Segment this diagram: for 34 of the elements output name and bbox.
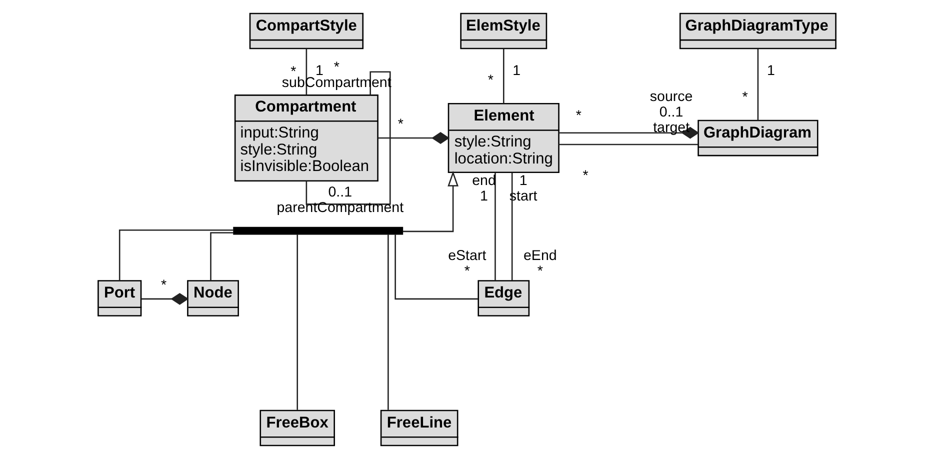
connector (378, 132, 450, 144)
node-bar (233, 226, 404, 235)
label: source (650, 88, 693, 105)
connector (494, 172, 496, 280)
connector (388, 234, 389, 410)
arrow (402, 170, 458, 232)
label: 1 (512, 62, 521, 79)
connector (558, 144, 698, 146)
label: * (464, 264, 470, 280)
label: * (488, 72, 494, 89)
label: * (334, 59, 340, 76)
connector (296, 234, 298, 410)
label: eEnd (524, 248, 557, 264)
label: * (576, 108, 582, 124)
label: 1 (519, 172, 528, 189)
label: 0..1 (659, 104, 684, 120)
label: * (398, 116, 404, 133)
connector (141, 292, 189, 305)
label: * (537, 264, 543, 280)
connector (210, 232, 234, 281)
label: 1 (766, 62, 775, 79)
label: 0..1 (328, 184, 352, 200)
label: * (582, 168, 588, 184)
connector (503, 48, 504, 104)
connector (394, 234, 478, 300)
connector (757, 48, 759, 120)
connector (511, 172, 513, 280)
connector (306, 71, 391, 205)
label: 1 (315, 62, 324, 79)
label: eStart (448, 248, 486, 264)
label: 1 (480, 188, 488, 204)
connector (118, 230, 234, 281)
label: * (742, 89, 748, 106)
label: * (160, 278, 167, 294)
